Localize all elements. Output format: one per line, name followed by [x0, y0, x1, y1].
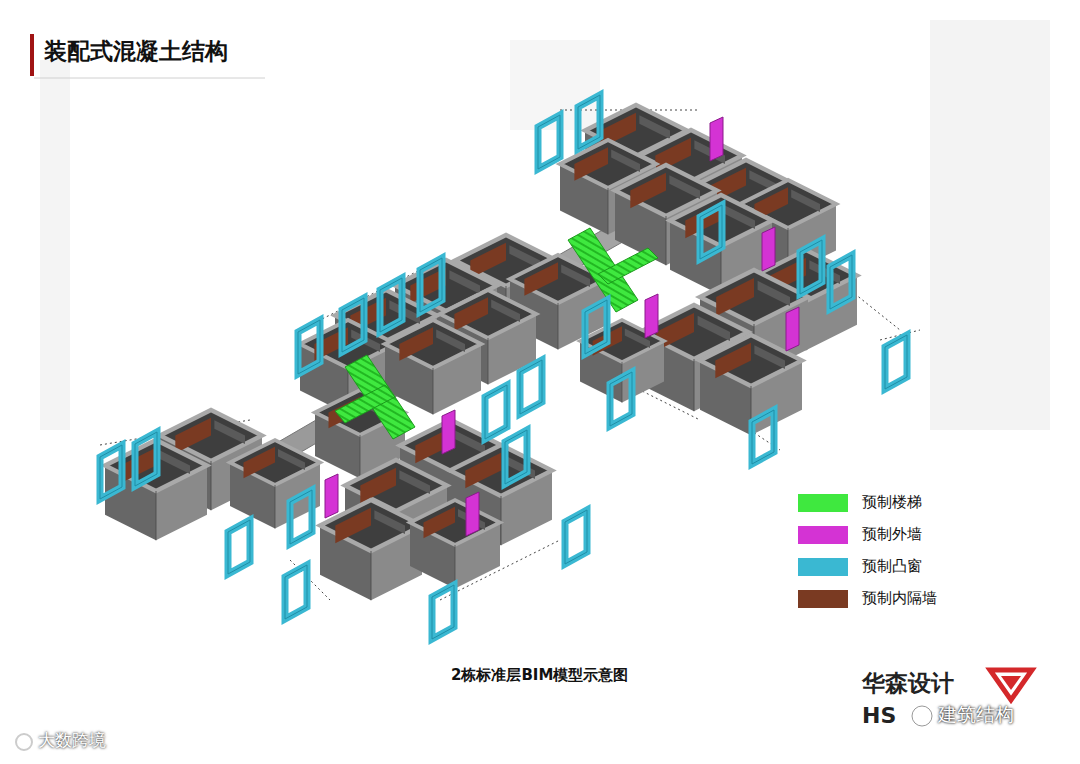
legend-swatch	[798, 558, 848, 576]
legend-swatch	[798, 590, 848, 608]
company-name: 华森设计	[862, 670, 954, 696]
legend-text: 预制凸窗	[862, 558, 922, 575]
legend-text: 预制内隔墙	[862, 590, 937, 607]
legend-text: 预制楼梯	[862, 494, 922, 511]
legend-text: 预制外墙	[862, 526, 922, 543]
company-abbr: HS	[862, 703, 896, 728]
slide-title: 装配式混凝土结构	[44, 38, 228, 64]
legend-swatch	[798, 494, 848, 512]
watermark: 大数跨境	[38, 731, 106, 751]
legend-swatch	[798, 526, 848, 544]
watermark: 建筑结构	[938, 704, 1014, 726]
figure-caption: 2栋标准层BIM模型示意图	[451, 667, 628, 684]
